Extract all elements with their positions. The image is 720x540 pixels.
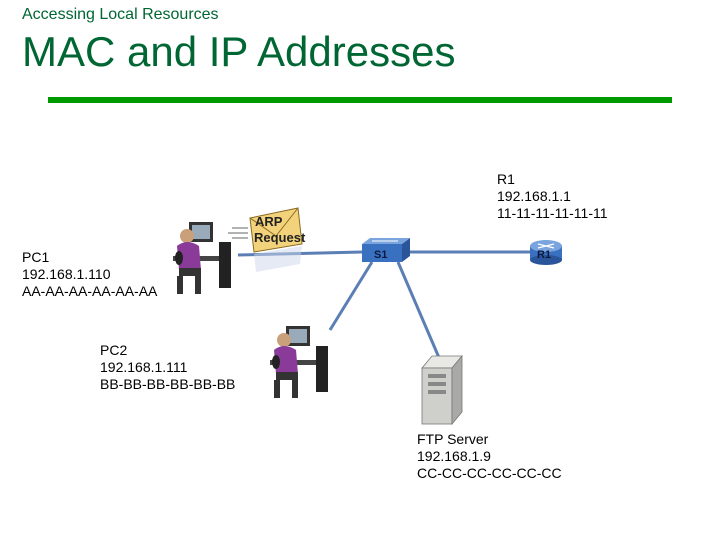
router-r1-icon[interactable] bbox=[530, 240, 562, 265]
ftp-server-icon[interactable] bbox=[421, 354, 463, 426]
r1-ip: 192.168.1.1 bbox=[497, 188, 571, 204]
pc1-workstation-icon[interactable] bbox=[173, 222, 231, 294]
router-r1-label: R1 bbox=[537, 249, 551, 261]
ftp-address-label: FTP Server 192.168.1.9 CC-CC-CC-CC-CC-CC bbox=[417, 431, 562, 482]
slide-subtitle: Accessing Local Resources bbox=[22, 6, 219, 23]
pc2-address-label: PC2 192.168.1.111 BB-BB-BB-BB-BB-BB bbox=[100, 342, 235, 393]
title-underline bbox=[48, 97, 672, 103]
pc1-mac: AA-AA-AA-AA-AA-AA bbox=[22, 283, 158, 299]
pc1-address-label: PC1 192.168.1.110 AA-AA-AA-AA-AA-AA bbox=[22, 249, 157, 300]
slide-title: MAC and IP Addresses bbox=[22, 28, 456, 75]
r1-address-label: R1 192.168.1.1 11-11-11-11-11-11 bbox=[497, 171, 608, 222]
pc2-workstation-icon[interactable] bbox=[270, 326, 328, 398]
switch-s1-label: S1 bbox=[374, 249, 387, 261]
switch-s1-icon[interactable] bbox=[362, 238, 410, 262]
link-s1-pc2 bbox=[328, 261, 374, 331]
ftp-ip: 192.168.1.9 bbox=[417, 448, 491, 464]
link-s1-ftp bbox=[396, 261, 442, 361]
arp-label-line1: ARP bbox=[255, 214, 283, 229]
r1-name: R1 bbox=[497, 171, 515, 187]
pc2-name: PC2 bbox=[100, 342, 128, 358]
ftp-mac: CC-CC-CC-CC-CC-CC bbox=[417, 465, 562, 481]
ftp-name: FTP Server bbox=[417, 431, 489, 447]
pc2-mac: BB-BB-BB-BB-BB-BB bbox=[100, 376, 236, 392]
pc1-ip: 192.168.1.110 bbox=[22, 266, 111, 282]
arp-label-line2: Request bbox=[254, 230, 306, 245]
pc2-ip: 192.168.1.111 bbox=[100, 359, 188, 375]
arp-request-envelope-icon bbox=[228, 207, 303, 272]
r1-mac: 11-11-11-11-11-11 bbox=[497, 205, 608, 221]
pc1-name: PC1 bbox=[22, 249, 50, 265]
